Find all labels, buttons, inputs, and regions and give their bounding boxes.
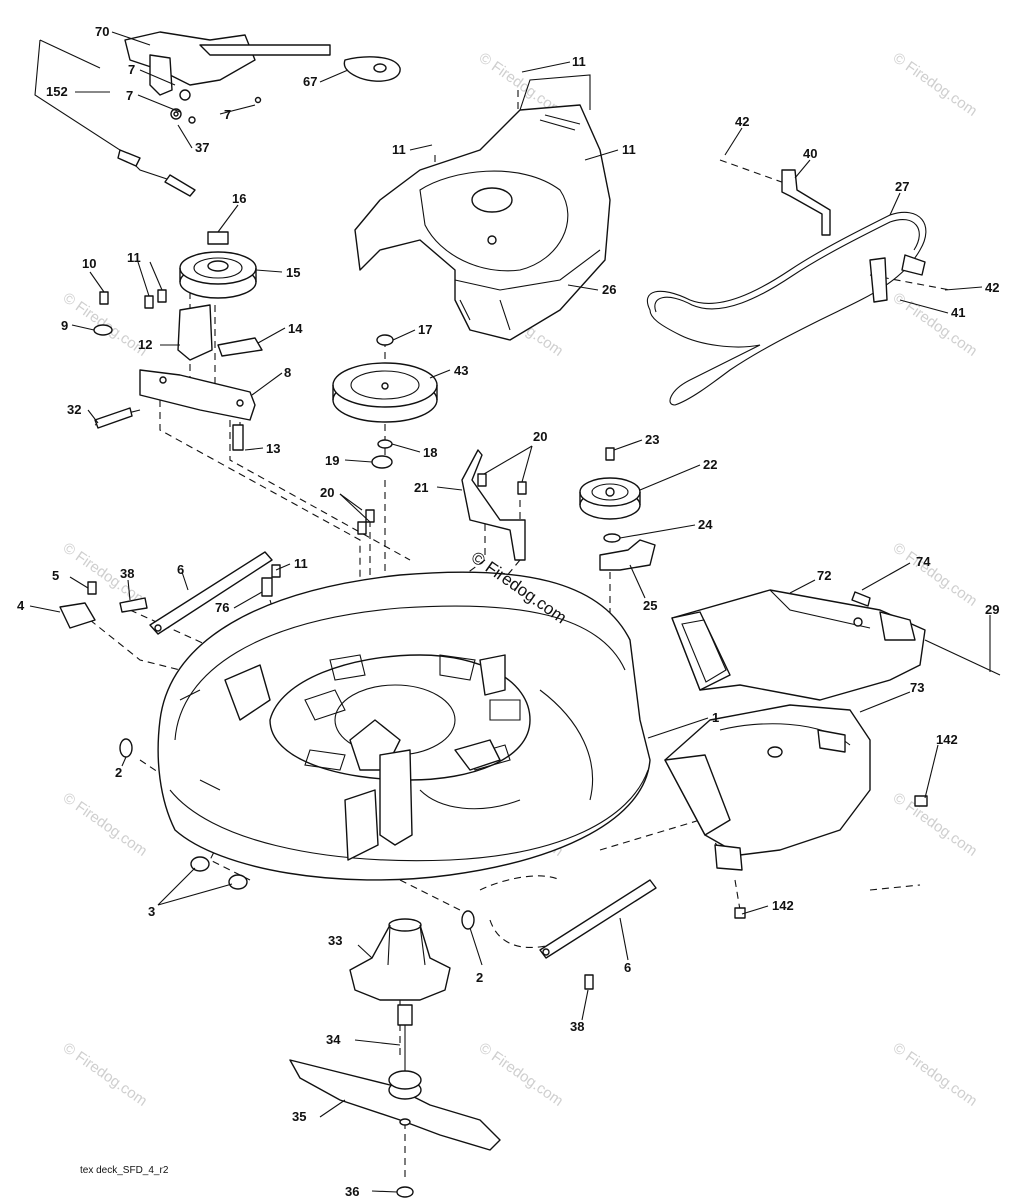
- callout-12: 12: [138, 337, 152, 352]
- callout-38: 38: [570, 1019, 584, 1034]
- drive-belt: [647, 169, 927, 406]
- callouts: 70 152 7 7 7 67 37 11 11 11 11 11 42 42 …: [17, 24, 999, 1199]
- callout-23: 23: [645, 432, 659, 447]
- callout-20: 20: [320, 485, 334, 500]
- callout-74: 74: [916, 554, 931, 569]
- callout-33: 33: [328, 933, 342, 948]
- lift-linkage-assembly: [34, 31, 401, 197]
- callout-11: 11: [622, 142, 636, 157]
- callout-18: 18: [423, 445, 437, 460]
- discharge-deflector-73: [664, 704, 871, 871]
- callout-2: 2: [476, 970, 483, 985]
- callout-43: 43: [454, 363, 468, 378]
- callout-72: 72: [817, 568, 831, 583]
- callout-7: 7: [128, 62, 135, 77]
- callout-32: 32: [67, 402, 81, 417]
- belt-cover: [354, 74, 611, 341]
- spindle-pulley-43: [332, 334, 438, 469]
- callout-36: 36: [345, 1184, 359, 1199]
- callout-19: 19: [325, 453, 339, 468]
- callout-67: 67: [303, 74, 317, 89]
- callout-11: 11: [392, 142, 406, 157]
- callout-10: 10: [82, 256, 96, 271]
- callout-20: 20: [533, 429, 547, 444]
- watermark: © Firedog.com: [890, 539, 981, 609]
- callout-9: 9: [61, 318, 68, 333]
- watermark: © Firedog.com: [60, 789, 151, 859]
- callout-21: 21: [414, 480, 428, 495]
- spindle-assembly: [289, 918, 501, 1198]
- callout-17: 17: [418, 322, 432, 337]
- callout-13: 13: [266, 441, 280, 456]
- callout-7: 7: [224, 107, 231, 122]
- callout-6: 6: [177, 562, 184, 577]
- callout-2: 2: [115, 765, 122, 780]
- mower-deck: [157, 571, 651, 881]
- callout-24: 24: [698, 517, 713, 532]
- callout-16: 16: [232, 191, 246, 206]
- idler-arm-assembly: [93, 289, 263, 451]
- discharge-chute-72: [671, 589, 1001, 701]
- callout-7: 7: [126, 88, 133, 103]
- callout-14: 14: [288, 321, 303, 336]
- callout-152: 152: [46, 84, 68, 99]
- callout-15: 15: [286, 265, 300, 280]
- callout-27: 27: [895, 179, 909, 194]
- callout-25: 25: [643, 598, 657, 613]
- watermark: © Firedog.com: [890, 1039, 981, 1109]
- callout-73: 73: [910, 680, 924, 695]
- deck-hanger-brackets: [59, 551, 928, 990]
- callout-35: 35: [292, 1109, 306, 1124]
- callout-3: 3: [148, 904, 155, 919]
- callout-11: 11: [127, 250, 141, 265]
- callout-34: 34: [326, 1032, 341, 1047]
- callout-5: 5: [52, 568, 59, 583]
- callout-76: 76: [215, 600, 229, 615]
- watermark: © Firedog.com: [890, 789, 981, 859]
- callout-4: 4: [17, 598, 25, 613]
- drawing-code: tex deck_SFD_4_r2: [80, 1165, 169, 1176]
- idler-bracket-21: [357, 449, 527, 561]
- idler-pulley-15: [179, 231, 257, 299]
- callout-142: 142: [936, 732, 958, 747]
- idler-pulley-22: [579, 447, 656, 571]
- callout-11: 11: [294, 556, 308, 571]
- watermark: © Firedog.com: [890, 49, 981, 119]
- callout-41: 41: [951, 305, 965, 320]
- watermark: © Firedog.com: [60, 1039, 151, 1109]
- callout-29: 29: [985, 602, 999, 617]
- callout-1: 1: [712, 710, 719, 725]
- callout-6: 6: [624, 960, 631, 975]
- callout-37: 37: [195, 140, 209, 155]
- watermark: © Firedog.com: [890, 289, 981, 359]
- callout-8: 8: [284, 365, 291, 380]
- callout-42: 42: [985, 280, 999, 295]
- callout-22: 22: [703, 457, 717, 472]
- callout-11: 11: [572, 54, 586, 69]
- watermark: © Firedog.com: [476, 1039, 567, 1109]
- callout-38: 38: [120, 566, 134, 581]
- callout-40: 40: [803, 146, 817, 161]
- callout-42: 42: [735, 114, 749, 129]
- leader-lines: [29, 31, 991, 1193]
- callout-70: 70: [95, 24, 109, 39]
- callout-142: 142: [772, 898, 794, 913]
- callout-26: 26: [602, 282, 616, 297]
